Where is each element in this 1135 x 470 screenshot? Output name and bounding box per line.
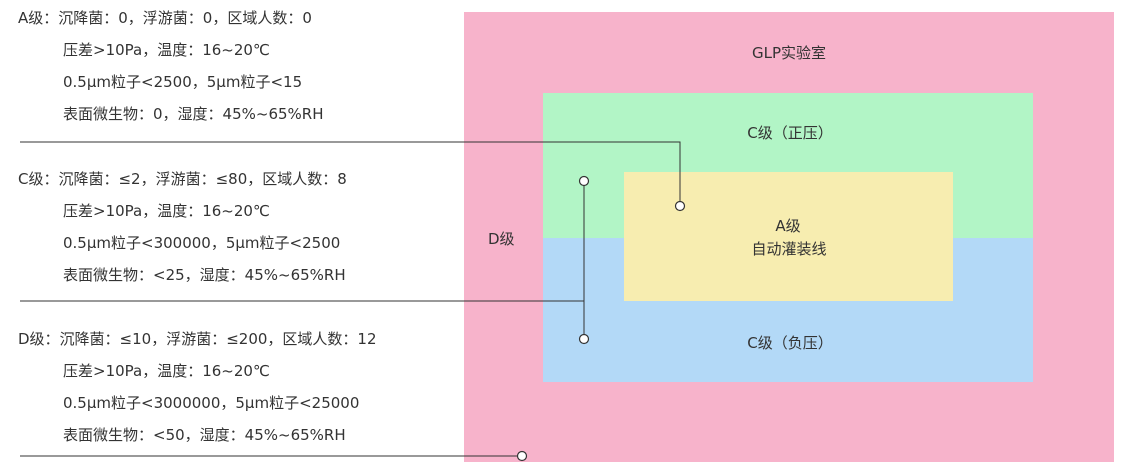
c-grade-negative-label: C级（负压） — [747, 334, 833, 352]
a-grade-zone-sublabel: 自动灌装线 — [751, 240, 827, 258]
d-grade-spec-line-4: 表面微生物：<50，湿度：45%~65%RH — [63, 426, 346, 444]
a-grade-zone — [624, 172, 953, 301]
c-grade-spec-line-4: 表面微生物：<25，湿度：45%~65%RH — [63, 266, 346, 284]
d-grade-spec-line-3: 0.5μm粒子<3000000，5μm粒子<25000 — [63, 394, 360, 412]
d-grade-spec-line-2: 压差>10Pa，温度：16~20℃ — [63, 362, 270, 380]
a-grade-spec-line-1: A级：沉降菌：0，浮游菌：0，区域人数：0 — [18, 9, 312, 27]
a-grade-spec-line-4: 表面微生物：0，湿度：45%~65%RH — [63, 105, 324, 123]
c-grade-spec-line-1: C级：沉降菌：≤2，浮游菌：≤80，区域人数：8 — [18, 170, 347, 188]
a-grade-spec-line-3: 0.5μm粒子<2500，5μm粒子<15 — [63, 73, 303, 91]
c-grade-spec-line-2: 压差>10Pa，温度：16~20℃ — [63, 202, 270, 220]
d-grade-spec-line-1: D级：沉降菌：≤10，浮游菌：≤200，区域人数：12 — [18, 330, 377, 348]
a-grade-zone-label: A级 — [775, 217, 801, 235]
c-grade-spec-line-3: 0.5μm粒子<300000，5μm粒子<2500 — [63, 234, 341, 252]
a-grade-spec-line-2: 压差>10Pa，温度：16~20℃ — [63, 41, 270, 59]
c-grade-positive-label: C级（正压） — [747, 124, 833, 142]
d-grade-zone-label: D级 — [488, 230, 515, 248]
glp-lab-label: GLP实验室 — [751, 44, 827, 62]
